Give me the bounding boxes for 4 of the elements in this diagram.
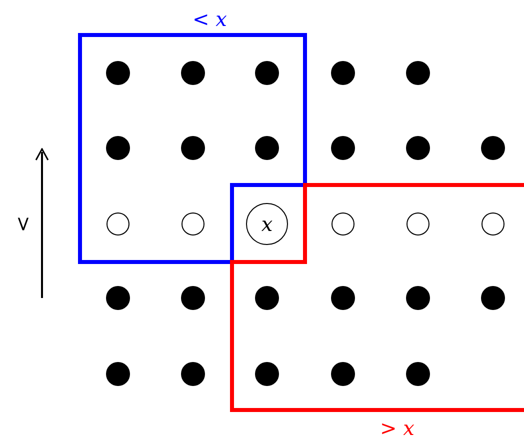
value-circle: x [246,203,288,245]
region-title: > x [380,417,414,439]
region-title: < x [192,8,227,30]
axis-label: < [10,216,33,232]
